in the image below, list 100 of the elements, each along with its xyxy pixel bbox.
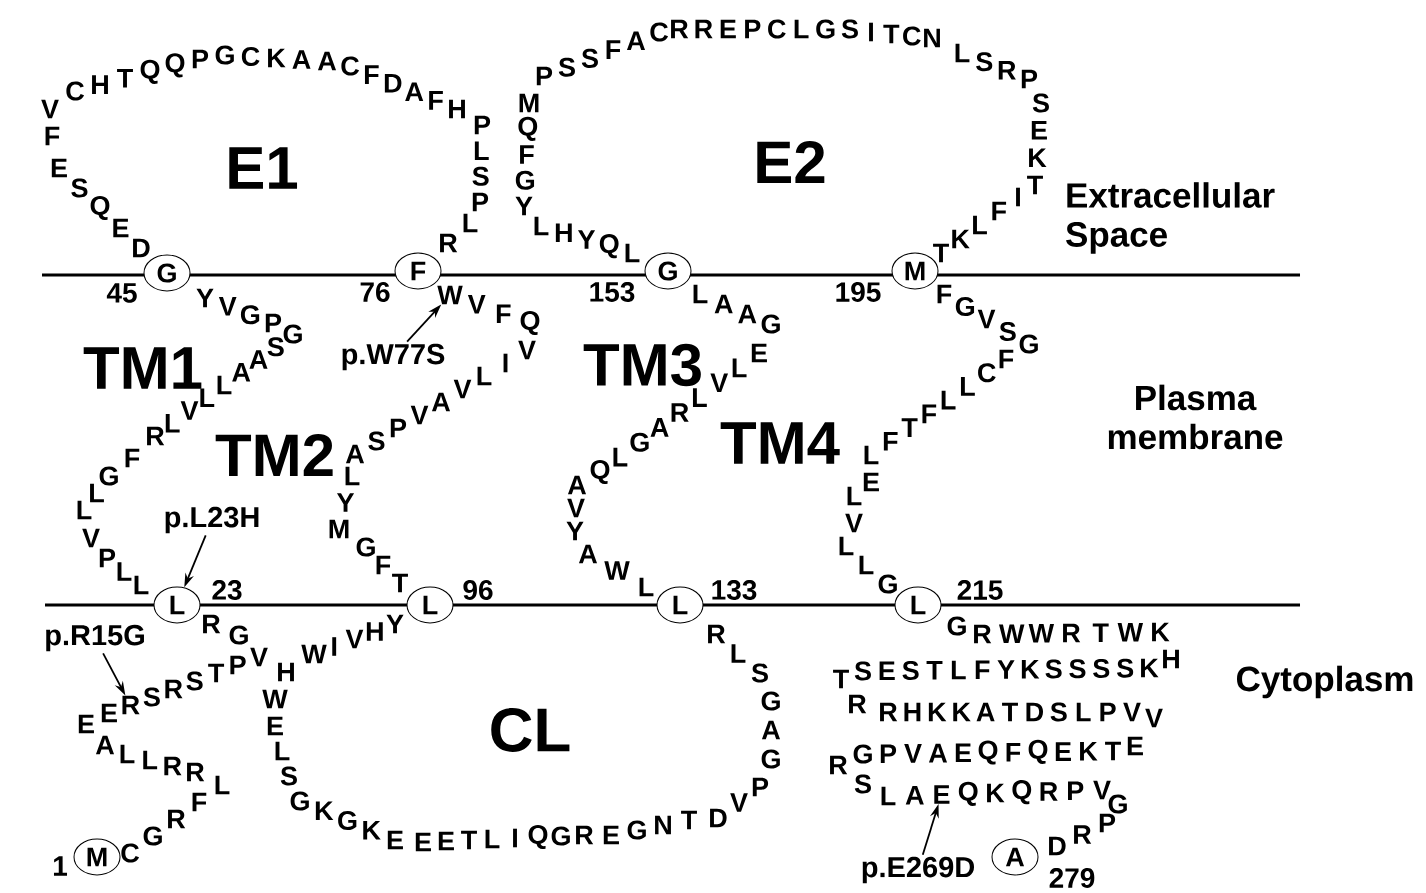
residue-letter: R: [1074, 825, 1092, 844]
residue-number: 23: [212, 580, 242, 600]
residue-letter: L: [485, 829, 500, 849]
residue-letter: L: [77, 500, 92, 520]
residue-letter: F: [192, 792, 207, 812]
residue-letter: L: [839, 536, 854, 556]
residue-letter: G: [229, 625, 248, 645]
residue-letter: T: [901, 418, 918, 437]
residue-letter: N: [924, 28, 940, 48]
residue-letter: K: [363, 820, 381, 840]
residue-letter: R: [695, 19, 713, 39]
residue-letter: S: [143, 687, 160, 707]
residue-letter: D: [1026, 702, 1044, 722]
residue-letter: L: [217, 375, 232, 395]
residue-letter: L: [474, 141, 489, 160]
residue-letter: A: [95, 735, 115, 755]
residue-letter: A: [345, 444, 365, 464]
residue-letter: L: [847, 486, 862, 506]
residue-letter: F: [606, 40, 621, 59]
residue-letter: G: [955, 296, 975, 317]
residue-letter: S: [1045, 659, 1062, 679]
residue-letter: A: [738, 304, 757, 324]
residue-letter: V: [467, 295, 486, 314]
residue-letter: G: [283, 324, 302, 344]
residue-letter: L: [120, 744, 135, 764]
residue-letter: L: [692, 388, 707, 407]
residue-letter: V: [410, 405, 429, 425]
residue-letter: D: [710, 808, 727, 828]
residue-letter: F: [937, 284, 952, 304]
residue-letter: A: [905, 785, 924, 805]
residue-number: 96: [463, 580, 493, 600]
residue-letter: R: [576, 825, 594, 845]
residue-letter: F: [364, 65, 379, 84]
residue-letter: G: [356, 537, 375, 557]
residue-letter: Q: [978, 740, 998, 765]
residue-letter: C: [978, 363, 996, 383]
residue-letter: W: [301, 644, 327, 664]
residue-letter: R: [168, 809, 186, 829]
residue-letter: A: [626, 31, 646, 51]
residue-letter: R: [849, 694, 867, 714]
residue-letter: Q: [1028, 739, 1048, 764]
residue-letter: G: [1019, 334, 1038, 354]
residue-letter: G: [551, 826, 570, 846]
region-label: TM2: [215, 434, 333, 476]
residue-letter: R: [440, 233, 458, 253]
residue-letter: L: [864, 445, 879, 465]
residue-letter: F: [376, 555, 391, 575]
region-label: E2: [757, 141, 825, 183]
residue-letter: E: [934, 785, 950, 804]
residue-letter: P: [880, 744, 897, 763]
residue-number: 76: [360, 282, 390, 302]
residue-letter: R: [203, 614, 221, 634]
residue-letter: G: [290, 791, 309, 811]
residue-letter: L: [625, 243, 640, 263]
residue-letter: F: [429, 91, 443, 110]
residue-letter: K: [1141, 658, 1159, 678]
residue-letter: Y: [336, 493, 355, 512]
residue-letter: Q: [165, 53, 185, 78]
residue-letter: L: [215, 775, 230, 795]
residue-letter: R: [880, 702, 898, 722]
residue-letter: A: [650, 418, 669, 437]
residue-number: 45: [106, 283, 137, 303]
residue-letter: S: [1050, 702, 1067, 722]
residue-letter: K: [1029, 148, 1047, 167]
residue-letter: F: [883, 432, 898, 451]
residue-letter: C: [341, 56, 359, 76]
residue-letter: R: [708, 624, 726, 644]
residue-letter: V: [710, 373, 729, 393]
residue-letter: H: [904, 702, 921, 722]
residue-letter: Q: [140, 59, 160, 84]
residue-letter: E: [113, 218, 129, 238]
residue-letter: S: [581, 48, 598, 68]
residue-number: 215: [957, 580, 1003, 600]
residue-letter: G: [816, 19, 835, 39]
residue-letter: C: [903, 26, 921, 46]
residue-letter: E: [603, 825, 619, 845]
residue-letter: E: [720, 19, 736, 39]
residue-letter: H: [555, 223, 572, 243]
residue-letter: T: [833, 669, 849, 689]
residue-letter: K: [952, 229, 970, 249]
residue-letter: D: [384, 73, 402, 93]
residue-letter: V: [345, 629, 364, 649]
residue-letter: R: [164, 756, 182, 776]
residue-letter: L: [881, 786, 896, 806]
residue-letter: F: [975, 660, 990, 680]
residue-letter: S: [751, 663, 768, 683]
residue-letter: T: [1105, 741, 1121, 761]
residue-letter: W: [262, 689, 288, 709]
residue-letter: L: [200, 388, 215, 408]
residue-number: 153: [590, 282, 635, 302]
residue-letter: T: [392, 573, 408, 593]
residue-letter: L: [731, 644, 746, 663]
residue-letter: K: [987, 783, 1005, 803]
residue-letter: Y: [577, 230, 596, 249]
residue-letter: L: [345, 466, 360, 486]
residue-letter: Y: [196, 288, 214, 308]
residue-letter: V: [250, 647, 268, 667]
residue-letter: V: [904, 744, 922, 763]
residue-letter: V: [977, 309, 996, 329]
mutation-label: p.W77S: [342, 343, 445, 371]
